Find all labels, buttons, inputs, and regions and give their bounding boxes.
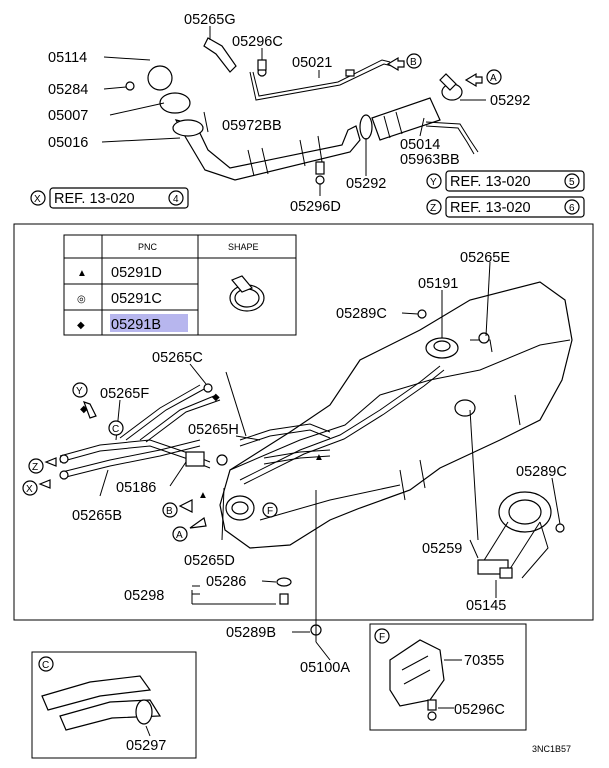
label-05100A: 05100A <box>300 660 350 676</box>
svg-text:X: X <box>34 194 41 205</box>
svg-text:4: 4 <box>173 194 179 205</box>
label-05292-right: 05292 <box>490 93 530 109</box>
label-05292-mid: 05292 <box>346 176 386 192</box>
label-05016: 05016 <box>48 135 88 151</box>
label-05289B: 05289B <box>226 625 276 641</box>
label-05297: 05297 <box>126 738 166 754</box>
row-symbol-diamond: ◆ <box>77 320 85 331</box>
svg-text:A: A <box>490 73 497 84</box>
svg-text:C: C <box>112 424 119 435</box>
svg-text:X: X <box>26 484 33 495</box>
svg-text:Y: Y <box>76 386 83 397</box>
detail-box-F: F 70355 05296C <box>369 623 527 731</box>
svg-text:5: 5 <box>569 177 575 188</box>
main-leaders <box>99 261 561 661</box>
label-70355: 70355 <box>464 653 504 669</box>
cap-gasket-icon <box>147 65 173 91</box>
marker-triangle-2: ▲ <box>314 452 324 463</box>
svg-text:F: F <box>379 632 385 643</box>
label-05145: 05145 <box>466 598 506 614</box>
svg-text:REF. 13-020: REF. 13-020 <box>450 200 531 216</box>
ref-y: Y REF. 13-020 5 <box>426 170 585 192</box>
label-05296C-top: 05296C <box>232 34 283 50</box>
svg-text:Z: Z <box>32 462 38 473</box>
svg-text:A: A <box>176 530 183 541</box>
label-05021: 05021 <box>292 55 332 71</box>
row-pnc-05291D: 05291D <box>111 265 162 281</box>
label-05265C: 05265C <box>152 350 203 366</box>
ref-x: X REF. 13-020 4 <box>30 187 189 209</box>
label-05296C-bottom: 05296C <box>454 702 505 718</box>
svg-text:B: B <box>166 506 173 517</box>
svg-text:REF. 13-020: REF. 13-020 <box>54 191 135 207</box>
label-05007: 05007 <box>48 108 88 124</box>
svg-text:C: C <box>42 660 49 671</box>
protector-70355-icon <box>389 639 445 707</box>
callout-F-main: F <box>262 502 278 518</box>
label-05186: 05186 <box>116 480 156 496</box>
label-05972BB: 05972BB <box>222 118 282 134</box>
label-05265B: 05265B <box>72 508 122 524</box>
label-05289C-top: 05289C <box>336 306 387 322</box>
diagram-code: 3NC1B57 <box>532 744 571 754</box>
detail-box-C: C 05297 <box>31 651 197 759</box>
row-symbol-circle: ◎ <box>77 294 86 305</box>
connector-05186-icon <box>185 451 205 467</box>
svg-text:F: F <box>267 506 273 517</box>
filler-neck-assembly <box>125 37 479 185</box>
marker-diamond-2: ◆ <box>80 404 88 415</box>
label-05265H: 05265H <box>188 422 239 438</box>
fuel-tank <box>219 281 573 549</box>
callout-Y: Y <box>72 382 97 419</box>
label-05289C-right: 05289C <box>516 464 567 480</box>
svg-text:REF. 13-020: REF. 13-020 <box>450 174 531 190</box>
svg-text:Y: Y <box>430 177 437 188</box>
pnc-table: PNC SHAPE ▲ 05291D ◎ 05291C ◆ 05291B <box>63 234 297 336</box>
row-pnc-05291C: 05291C <box>111 291 162 307</box>
callout-B-top: B <box>386 53 422 72</box>
label-05296D: 05296D <box>290 199 341 215</box>
label-05265D: 05265D <box>184 553 235 569</box>
table-header-shape: SHAPE <box>228 242 259 252</box>
label-05284: 05284 <box>48 82 88 98</box>
marker-diamond: ◆ <box>212 392 220 403</box>
label-05963BB: 05963BB <box>400 152 460 168</box>
svg-text:B: B <box>410 57 417 68</box>
label-05286: 05286 <box>206 574 246 590</box>
svg-text:6: 6 <box>569 203 575 214</box>
hoses-left <box>59 383 331 480</box>
row-symbol-triangle: ▲ <box>77 268 87 279</box>
callout-A-top: A <box>464 69 502 88</box>
main-frame <box>13 223 594 621</box>
row-pnc-05291B: 05291B <box>111 317 161 333</box>
table-header-pnc: PNC <box>138 242 158 252</box>
clamp-shape-icon <box>229 275 265 312</box>
top-leaders <box>101 26 486 196</box>
label-05265E: 05265E <box>460 250 510 266</box>
callout-Z: Z <box>28 457 57 474</box>
label-05265G: 05265G <box>184 12 236 28</box>
highlight-05291B <box>110 314 188 332</box>
label-05114: 05114 <box>48 50 87 66</box>
callout-X: X <box>22 479 51 496</box>
fuel-pump-assembly <box>477 491 565 579</box>
callout-A-main: A <box>172 516 207 542</box>
filler-cap-icon <box>172 119 204 137</box>
label-05265F: 05265F <box>100 386 149 402</box>
label-05191: 05191 <box>418 276 458 292</box>
clamp-05297-icon <box>135 699 153 725</box>
ref-z: Z REF. 13-020 6 <box>426 196 585 218</box>
label-05298: 05298 <box>124 588 164 604</box>
label-05259: 05259 <box>422 541 462 557</box>
callout-C-main: C <box>108 420 124 436</box>
label-05014: 05014 <box>400 137 440 153</box>
marker-triangle: ▲ <box>198 490 208 501</box>
callout-B-main: B <box>162 499 193 518</box>
svg-text:Z: Z <box>430 203 436 214</box>
